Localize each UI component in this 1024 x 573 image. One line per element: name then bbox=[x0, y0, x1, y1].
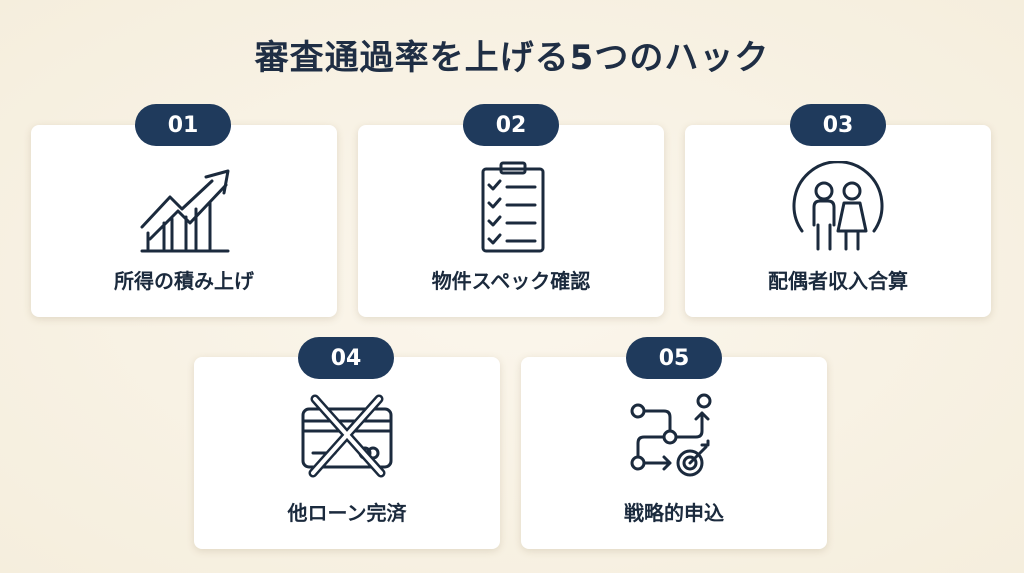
hack-card-3: 配偶者収入合算 bbox=[685, 125, 991, 317]
hack-label: 所得の積み上げ bbox=[114, 269, 254, 293]
hack-card-4: 他ローン完済 bbox=[194, 357, 500, 549]
hack-number-badge: 03 bbox=[790, 104, 886, 146]
hack-label: 他ローン完済 bbox=[287, 501, 407, 525]
rising-chart-icon bbox=[134, 161, 234, 253]
crossed-card-icon bbox=[297, 389, 397, 481]
hack-number-badge: 01 bbox=[135, 104, 231, 146]
hack-number-badge: 05 bbox=[626, 337, 722, 379]
hack-card-5: 戦略的申込 bbox=[521, 357, 827, 549]
checklist-clipboard-icon bbox=[461, 161, 561, 253]
couple-icon bbox=[788, 160, 888, 253]
hack-label: 戦略的申込 bbox=[624, 501, 724, 525]
strategy-path-target-icon bbox=[624, 389, 724, 481]
hack-label: 配偶者収入合算 bbox=[768, 269, 908, 293]
page-title: 審査通過率を上げる5つのハック bbox=[254, 38, 770, 78]
hack-card-2: 物件スペック確認 bbox=[358, 125, 664, 317]
hack-card-1: 所得の積み上げ bbox=[31, 125, 337, 317]
hack-number-badge: 02 bbox=[463, 104, 559, 146]
hack-label: 物件スペック確認 bbox=[431, 269, 591, 293]
hack-number-badge: 04 bbox=[298, 337, 394, 379]
